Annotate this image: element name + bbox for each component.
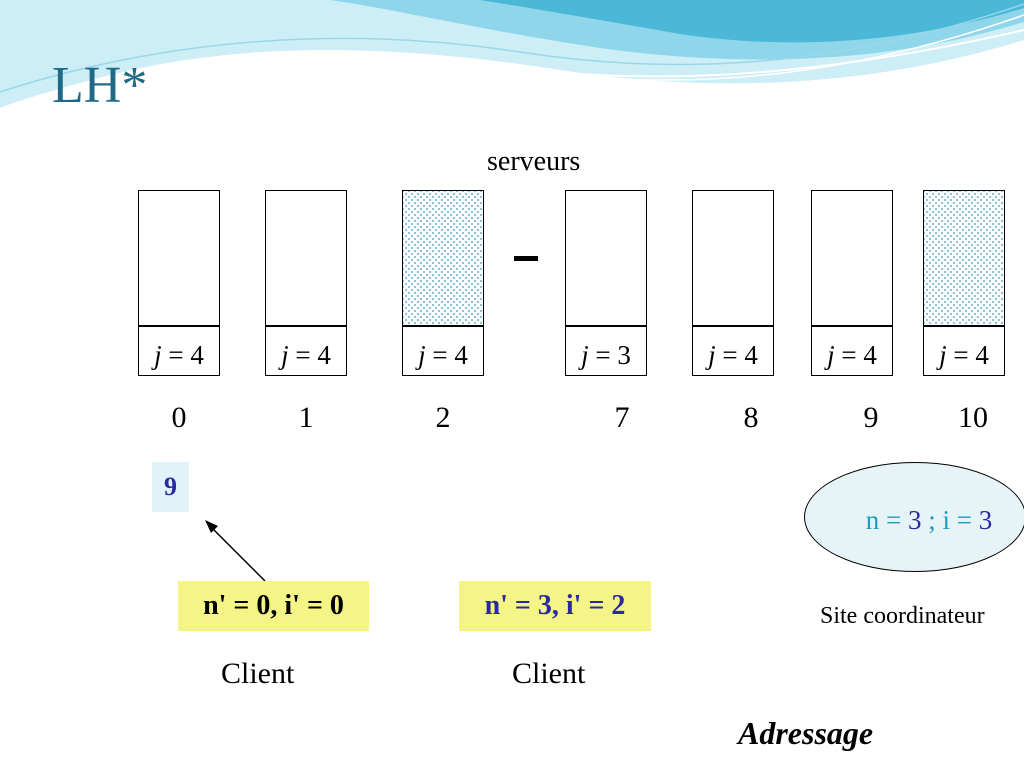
server-index: 7: [614, 401, 630, 434]
server-bucket: j = 4: [811, 190, 893, 376]
server-bucket: j = 3: [565, 190, 647, 376]
footer-label: Adressage: [738, 715, 874, 751]
client-label: Client: [221, 657, 295, 690]
server-index: 9: [863, 401, 879, 434]
bucket-storage: [924, 191, 1004, 327]
server-index: 0: [171, 401, 187, 434]
bucket-level: j = 4: [418, 340, 468, 370]
bucket-level: j = 4: [939, 340, 989, 370]
arrow-shaft: [210, 526, 266, 582]
client-image: n' = 0, i' = 0: [178, 581, 369, 631]
server-index: 8: [743, 401, 759, 434]
server-bucket: j = 4: [265, 190, 347, 376]
gap-dash: [514, 256, 538, 261]
bucket-storage: [693, 191, 773, 327]
bucket-level: j = 4: [708, 340, 758, 370]
decorative-waves: [0, 0, 1024, 113]
server-bucket: j = 4: [923, 190, 1005, 376]
wave-line-3: [0, 3, 1024, 93]
bucket-level: j = 4: [827, 340, 877, 370]
bucket-storage: [139, 191, 219, 327]
coordinator-ellipse: n = 3 ; i = 3: [804, 462, 1024, 572]
server-bucket: j = 4: [402, 190, 484, 376]
server-index: 10: [958, 401, 988, 434]
bucket-level: j = 3: [581, 340, 631, 370]
wave-band-dark: [480, 0, 1024, 43]
wave-line-1: [0, 29, 1024, 113]
bucket-storage: [266, 191, 346, 327]
server-index: 1: [298, 401, 314, 434]
coordinator-label: Site coordinateur: [820, 603, 985, 629]
servers-label: serveurs: [487, 146, 581, 177]
bucket-storage: [403, 191, 483, 327]
wave-line-2: [59, 14, 1024, 101]
bucket-level: j = 4: [154, 340, 204, 370]
server-index: 2: [435, 401, 451, 434]
bucket-storage: [812, 191, 892, 327]
slide-title: LH*: [52, 57, 148, 114]
client-image: n' = 3, i' = 2: [459, 581, 651, 631]
server-bucket: j = 4: [138, 190, 220, 376]
bucket-storage: [566, 191, 646, 327]
server-bucket: j = 4: [692, 190, 774, 376]
client-label: Client: [512, 657, 586, 690]
bucket-level: j = 4: [281, 340, 331, 370]
arrow-head: [205, 520, 218, 533]
coordinator-state: n = 3 ; i = 3: [865, 505, 993, 535]
key-box: 9: [152, 462, 189, 512]
